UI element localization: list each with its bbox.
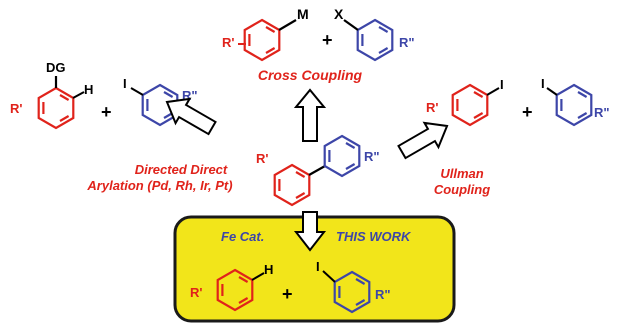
arrow-from-fe-catalysis: [293, 211, 327, 252]
ci-bond-right-red: [486, 87, 500, 96]
aryl-metal-ring: [243, 18, 281, 62]
ullman-reactants: I R' + I R": [426, 76, 610, 127]
ullman-caption-line2: Coupling: [434, 182, 490, 197]
ullman-caption-line1: Ullman: [440, 166, 483, 181]
h-label-bottom: H: [264, 262, 273, 277]
r1-label-top: R': [222, 35, 234, 50]
r1-label-right: R': [426, 100, 438, 115]
ch-bond-left: [72, 91, 85, 99]
biaryl-blue-ring: [323, 134, 361, 178]
metal-label: M: [297, 6, 309, 22]
r2-label-right: R": [594, 105, 610, 120]
iodo-label-right-red: I: [500, 77, 504, 92]
aryl-halide-bond: [343, 19, 359, 31]
iodoarene-ring-right-red: [451, 83, 489, 127]
cross-coupling-caption: Cross Coupling: [258, 67, 363, 83]
ci-bond-right-blue: [546, 87, 558, 96]
iodo-label-right-blue: I: [541, 76, 545, 91]
r2-label-bottom: R": [375, 287, 391, 302]
plus-sign-bottom: +: [282, 284, 293, 304]
r1-label-bottom: R': [190, 285, 202, 300]
r1-label-left: R': [10, 101, 22, 116]
biaryl-product: R' R": [256, 134, 380, 207]
iodo-label-bottom: I: [316, 259, 320, 274]
aryl-halide-ring: [356, 18, 394, 62]
dg-arene-ring: [37, 86, 75, 130]
dg-label: DG: [46, 60, 66, 75]
arrow-to-directed-arylation: [165, 97, 217, 136]
biaryl-red-ring: [273, 163, 311, 207]
r2-label-center: R": [364, 149, 380, 164]
biaryl-bond: [308, 165, 326, 176]
ci-bond-bottom: [322, 270, 336, 283]
directed-caption-line1: Directed Direct: [135, 162, 228, 177]
ci-bond-left: [130, 87, 144, 96]
arrow-to-ullman: [397, 121, 449, 160]
directed-arylation-reactants: DG H R' + I R": [10, 60, 198, 130]
arrow-to-cross-coupling: [293, 88, 327, 142]
halide-label: X: [334, 6, 344, 22]
ch-bond-bottom: [251, 272, 265, 281]
cross-coupling-reactants: M R' + X R" Cross Coupling: [222, 6, 415, 83]
r1-label-center: R': [256, 151, 268, 166]
plus-sign-right: +: [522, 102, 533, 122]
r2-label-top: R": [399, 35, 415, 50]
fe-cat-label: Fe Cat.: [221, 229, 264, 244]
iodoarene-ring-right-blue: [555, 83, 593, 127]
this-work-panel: Fe Cat. THIS WORK H R' + I R": [173, 211, 456, 323]
aryl-metal-bond: [278, 19, 297, 31]
this-work-label: THIS WORK: [336, 229, 412, 244]
h-label-left: H: [84, 82, 93, 97]
iodo-label-left: I: [123, 76, 127, 91]
directed-caption-line2: Arylation (Pd, Rh, Ir, Pt): [86, 178, 232, 193]
plus-sign-top: +: [322, 30, 333, 50]
plus-sign-left: +: [101, 102, 112, 122]
